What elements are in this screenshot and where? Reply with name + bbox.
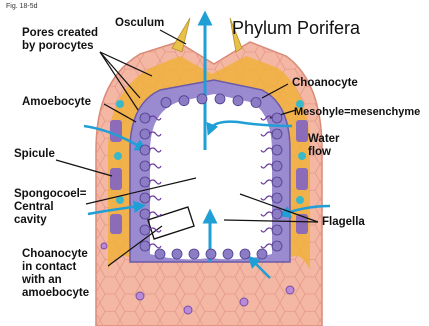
choanocyte-cell (251, 98, 261, 108)
choanocyte-cell (206, 249, 216, 259)
label-mesohyle: Mesohyle=mesenchyme (294, 106, 420, 119)
body-cell (240, 298, 248, 306)
label-flagella: Flagella (322, 216, 365, 229)
amoebocyte-cell (296, 196, 304, 204)
figure-reference: Fig. 18-5d (6, 3, 38, 10)
choanocyte-cell (197, 94, 207, 104)
label-choanocyte: Choanocyte (292, 77, 358, 90)
label-choanocyte-contact: Choanocyte in contact with an amoebocyte (22, 248, 89, 300)
amoebocyte-cell (114, 152, 122, 160)
label-amoebocyte: Amoebocyte (22, 96, 91, 109)
spicule (110, 214, 122, 234)
spicule (296, 214, 308, 234)
spicule (110, 120, 122, 142)
choanocyte-cell (240, 249, 250, 259)
body-cell (136, 292, 144, 300)
diagram-title: Phylum Porifera (232, 18, 360, 39)
amoebocyte-cell (298, 152, 306, 160)
choanocyte-cell (215, 94, 225, 104)
amoebocyte-cell (116, 100, 124, 108)
choanocyte-cell (179, 96, 189, 106)
body-cell (101, 243, 107, 249)
label-spicule: Spicule (14, 148, 55, 161)
body-cell (286, 286, 294, 294)
choanocyte-cell (233, 96, 243, 106)
choanocyte-cell (155, 249, 165, 259)
choanocyte-cell (223, 249, 233, 259)
choanocyte-cell (257, 249, 267, 259)
choanocyte-cell (172, 249, 182, 259)
spicule (296, 168, 308, 190)
label-osculum: Osculum (115, 17, 164, 30)
label-spongocoel: Spongocoel= Central cavity (14, 188, 87, 227)
spicule (296, 120, 308, 142)
choanocyte-cell (161, 98, 171, 108)
label-pores: Pores created by porocytes (22, 27, 98, 53)
body-cell (184, 306, 192, 314)
choanocyte-cell (189, 249, 199, 259)
label-water-flow: Water flow (308, 133, 340, 159)
spicule (110, 168, 122, 190)
